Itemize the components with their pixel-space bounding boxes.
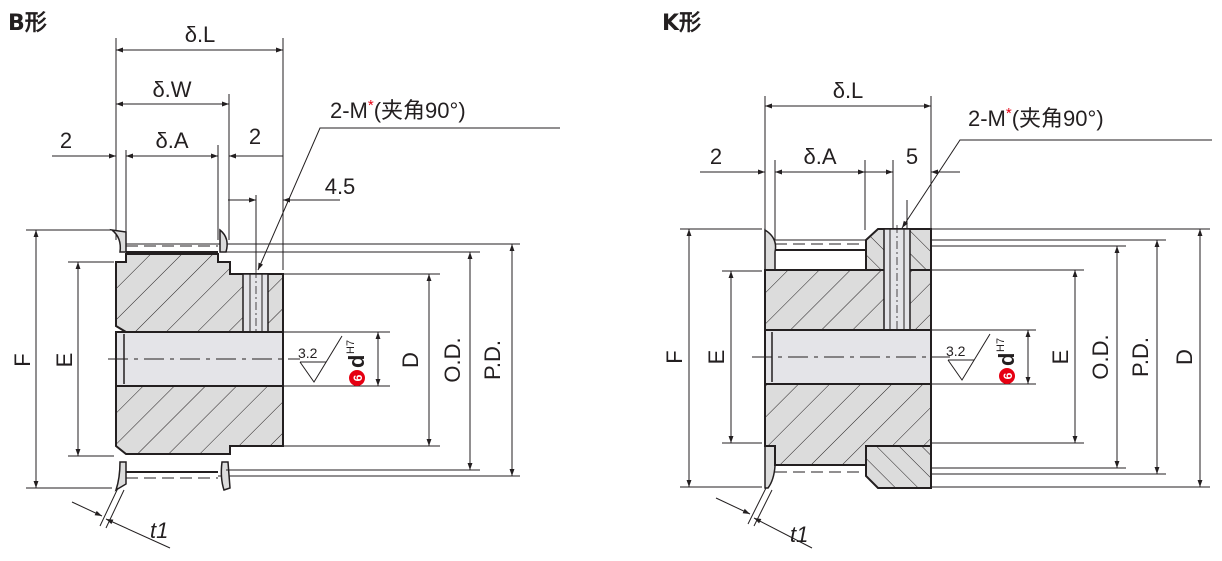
view-title-k: K形 [662, 11, 701, 36]
k-bore-circled-num: 6 [1001, 372, 1015, 379]
b-dim-W: δ.W [152, 77, 191, 102]
k-set-screw-note: (夹角90°) [1012, 106, 1104, 131]
k-left-ext-lines [680, 228, 762, 488]
k-right-ext-lines [931, 228, 1210, 488]
b-dim-flange-right: 2 [249, 124, 261, 149]
b-set-screw-label: 2-M [330, 98, 368, 123]
k-set-screw-star: * [1006, 105, 1012, 122]
b-dim-screw-offset: 4.5 [325, 174, 356, 199]
b-dim-F: F [10, 353, 35, 366]
b-dim-t1-label: t1 [150, 518, 168, 543]
k-dim-t1-label: t1 [790, 522, 808, 547]
b-dim-PD: P.D. [480, 340, 505, 380]
k-roughness-symbol: 3.2 [946, 333, 991, 381]
b-extension-lines [115, 38, 284, 270]
k-dim-A: δ.A [803, 144, 836, 169]
b-set-screw-note: (夹角90°) [374, 98, 466, 123]
view-k-type: K形 δ.L 2 δ.A 5 2-M*(夹角90°) [662, 11, 1212, 549]
b-dim-OD: O.D. [440, 337, 465, 382]
b-roughness-value: 3.2 [298, 345, 318, 361]
b-left-ext-lines [26, 229, 114, 489]
k-dim-E: E [704, 350, 729, 365]
b-dim-E: E [52, 353, 77, 368]
k-extension-lines [700, 96, 960, 240]
k-dim-F: F [662, 350, 687, 363]
b-pulley-section [108, 228, 520, 492]
b-right-ext-lines [226, 244, 515, 476]
view-title-b: B形 [8, 11, 47, 36]
b-bore-circled-num: 6 [351, 374, 365, 381]
b-set-screw-callout: 2-M*(夹角90°) [257, 97, 560, 271]
k-set-screw-label: 2-M [968, 106, 1006, 131]
k-dim-t1 [715, 487, 813, 549]
k-bore-tol: H7 [995, 338, 1007, 352]
b-dim-D: D [398, 352, 423, 368]
view-b-type: B形 δ.L δ.W 2 δ.A 2 4.5 [8, 11, 560, 549]
k-bore-label: 6 d H7 [994, 338, 1019, 384]
k-bore-d: d [994, 353, 1019, 366]
svg-text:2-M*(夹角90°): 2-M*(夹角90°) [968, 105, 1104, 131]
k-set-screw-callout: 2-M*(夹角90°) [901, 105, 1212, 229]
k-dim-OD: O.D. [1088, 334, 1113, 379]
k-dim-L: δ.L [833, 78, 864, 103]
b-roughness-symbol: 3.2 [298, 335, 343, 383]
k-dim-PD: P.D. [1128, 337, 1153, 377]
b-set-screw-star: * [368, 97, 374, 114]
b-bore-d: d [344, 355, 369, 368]
k-roughness-value: 3.2 [946, 343, 966, 359]
k-dim-flange-left: 2 [710, 144, 722, 169]
b-bore-label: 6 d H7 [344, 340, 369, 386]
b-dim-L: δ.L [185, 22, 216, 47]
b-dim-flange-left: 2 [60, 128, 72, 153]
b-dim-A: δ.A [155, 128, 188, 153]
svg-text:2-M*(夹角90°): 2-M*(夹角90°) [330, 97, 466, 123]
k-dim-E-right: E [1048, 350, 1073, 365]
k-pulley-section [752, 225, 950, 489]
b-dim-t1 [71, 487, 171, 549]
k-dim-D: D [1172, 349, 1197, 365]
b-bore-tol: H7 [345, 340, 357, 354]
k-dim-boss-length: 5 [906, 144, 918, 169]
